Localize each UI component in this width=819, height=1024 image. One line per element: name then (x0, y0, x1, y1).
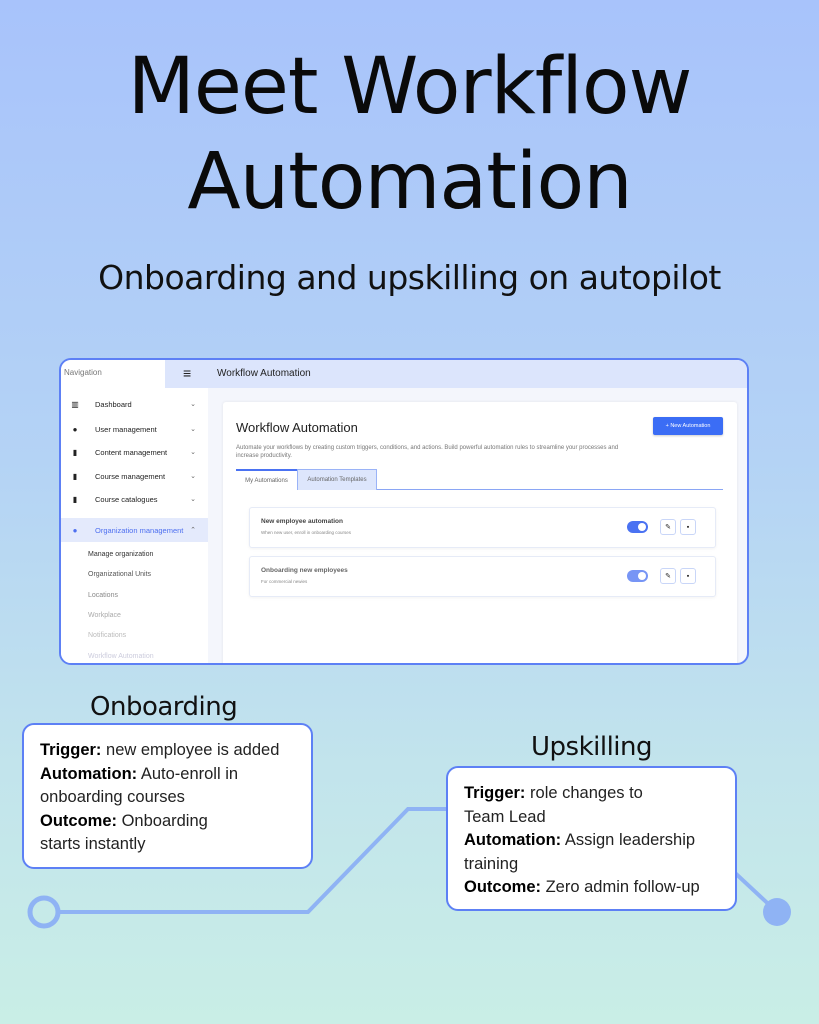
page-title: Workflow Automation (236, 420, 358, 435)
topbar-title: Workflow Automation (217, 368, 311, 379)
book-icon: ▮ (72, 471, 78, 481)
pencil-icon: ✎ (665, 573, 671, 580)
hero-subtitle: Onboarding and upskilling on autopilot (98, 258, 721, 297)
chevron-down-icon: ⌄ (190, 496, 196, 503)
top-bar: ≡ Workflow Automation (165, 360, 747, 388)
chevron-down-icon: ⌄ (190, 449, 196, 456)
chevron-down-icon: ⌄ (190, 473, 196, 480)
outcome-label: Outcome: (40, 811, 118, 830)
main-card: Workflow Automation Automate your workfl… (223, 402, 737, 663)
app-screenshot: Navigation ≡ Workflow Automation ▥ Dashbo… (59, 358, 749, 665)
title-line-1: Meet Workflow (127, 42, 693, 132)
trigger-label: Trigger: (40, 741, 102, 759)
title-line-2: Automation (187, 137, 632, 227)
document-icon: ▮ (72, 494, 78, 504)
sidebar-item-label: Course catalogues (95, 494, 158, 504)
sidebar: ▥ Dashboard ⌄ ● User management ⌄ ▮ Content m… (61, 388, 208, 663)
sidebar-item-organization-management[interactable]: ● Organization management ⌃ (61, 518, 208, 542)
edit-button[interactable]: ✎ (660, 519, 676, 535)
sidebar-item-course-catalogues[interactable]: ▮ Course catalogues ⌄ (61, 488, 208, 510)
connector-line-left (58, 807, 448, 914)
sidebar-item-label: Course management (95, 471, 166, 481)
pencil-icon: ✎ (665, 524, 671, 531)
subitem-organizational-units[interactable]: Organizational Units (88, 571, 152, 578)
automation-row: Onboarding new employees For commercial … (249, 556, 716, 597)
outcome-label: Outcome: (464, 878, 542, 896)
automation-value: Auto-enroll in onboarding courses (40, 764, 239, 807)
automation-name: New employee automation (261, 518, 343, 525)
trigger-value: role changes to Team Lead (464, 784, 643, 826)
user-icon: ● (72, 424, 78, 434)
trigger-label: Trigger: (464, 784, 526, 802)
trash-icon: ▪ (686, 572, 690, 580)
automation-description: For commercial newies (261, 579, 308, 584)
users-icon: ● (72, 525, 78, 535)
delete-button[interactable]: ▪ (680, 568, 696, 584)
subitem-locations[interactable]: Locations (88, 592, 118, 599)
sidebar-item-user-management[interactable]: ● User management ⌄ (61, 418, 208, 440)
onboarding-heading: Onboarding (90, 692, 238, 722)
sidebar-item-dashboard[interactable]: ▥ Dashboard ⌄ (61, 393, 208, 415)
sidebar-item-course-management[interactable]: ▮ Course management ⌄ (61, 465, 208, 487)
tabs: My Automations Automation Templates (236, 469, 723, 490)
upskilling-heading: Upskilling (531, 732, 653, 762)
sidebar-item-content-management[interactable]: ▮ Content management ⌄ (61, 441, 208, 463)
edit-button[interactable]: ✎ (660, 568, 676, 584)
upskilling-card: Trigger: role changes to Team Lead Autom… (446, 766, 737, 911)
automation-name: Onboarding new employees (261, 567, 348, 574)
tab-automation-templates[interactable]: Automation Templates (297, 469, 377, 490)
sidebar-item-label: Organization management (95, 525, 184, 535)
automation-label: Automation: (464, 831, 562, 849)
new-automation-button[interactable]: + New Automation (653, 417, 723, 435)
sidebar-item-label: User management (95, 424, 157, 434)
outcome-value: Onboarding starts instantly (40, 811, 208, 854)
start-node-icon (27, 895, 61, 929)
hamburger-menu-icon[interactable]: ≡ (183, 365, 192, 381)
subitem-manage-organization[interactable]: Manage organization (88, 551, 154, 558)
enabled-toggle[interactable] (627, 570, 648, 582)
chevron-down-icon: ⌄ (190, 426, 196, 433)
trigger-value: new employee is added (101, 741, 280, 759)
automation-description: When new user, enroll in onboarding cour… (261, 530, 352, 535)
automation-label: Automation: (40, 764, 138, 783)
delete-button[interactable]: ▪ (680, 519, 696, 535)
chevron-up-icon: ⌃ (190, 527, 196, 534)
end-node-icon (763, 898, 791, 926)
automation-row: New employee automation When new user, e… (249, 507, 716, 548)
enabled-toggle[interactable] (627, 521, 648, 533)
subitem-notifications[interactable]: Notifications (88, 632, 127, 639)
onboarding-card: Trigger: new employee is added Automatio… (22, 723, 313, 869)
trash-icon: ▪ (686, 523, 690, 531)
automation-value: Assign leadership training (464, 831, 696, 873)
sidebar-item-label: Content management (95, 447, 168, 457)
subitem-workflow-automation[interactable]: Workflow Automation (88, 653, 154, 660)
nav-header: Navigation (61, 360, 165, 388)
bar-chart-icon: ▥ (71, 399, 79, 409)
subitem-workplace[interactable]: Workplace (88, 612, 121, 619)
document-icon: ▮ (72, 447, 78, 457)
sidebar-item-label: Dashboard (95, 399, 132, 409)
outcome-value: Zero admin follow-up (541, 878, 700, 896)
chevron-down-icon: ⌄ (190, 401, 196, 408)
tab-my-automations[interactable]: My Automations (236, 469, 297, 490)
page-description: Automate your workflows by creating cust… (236, 445, 619, 459)
